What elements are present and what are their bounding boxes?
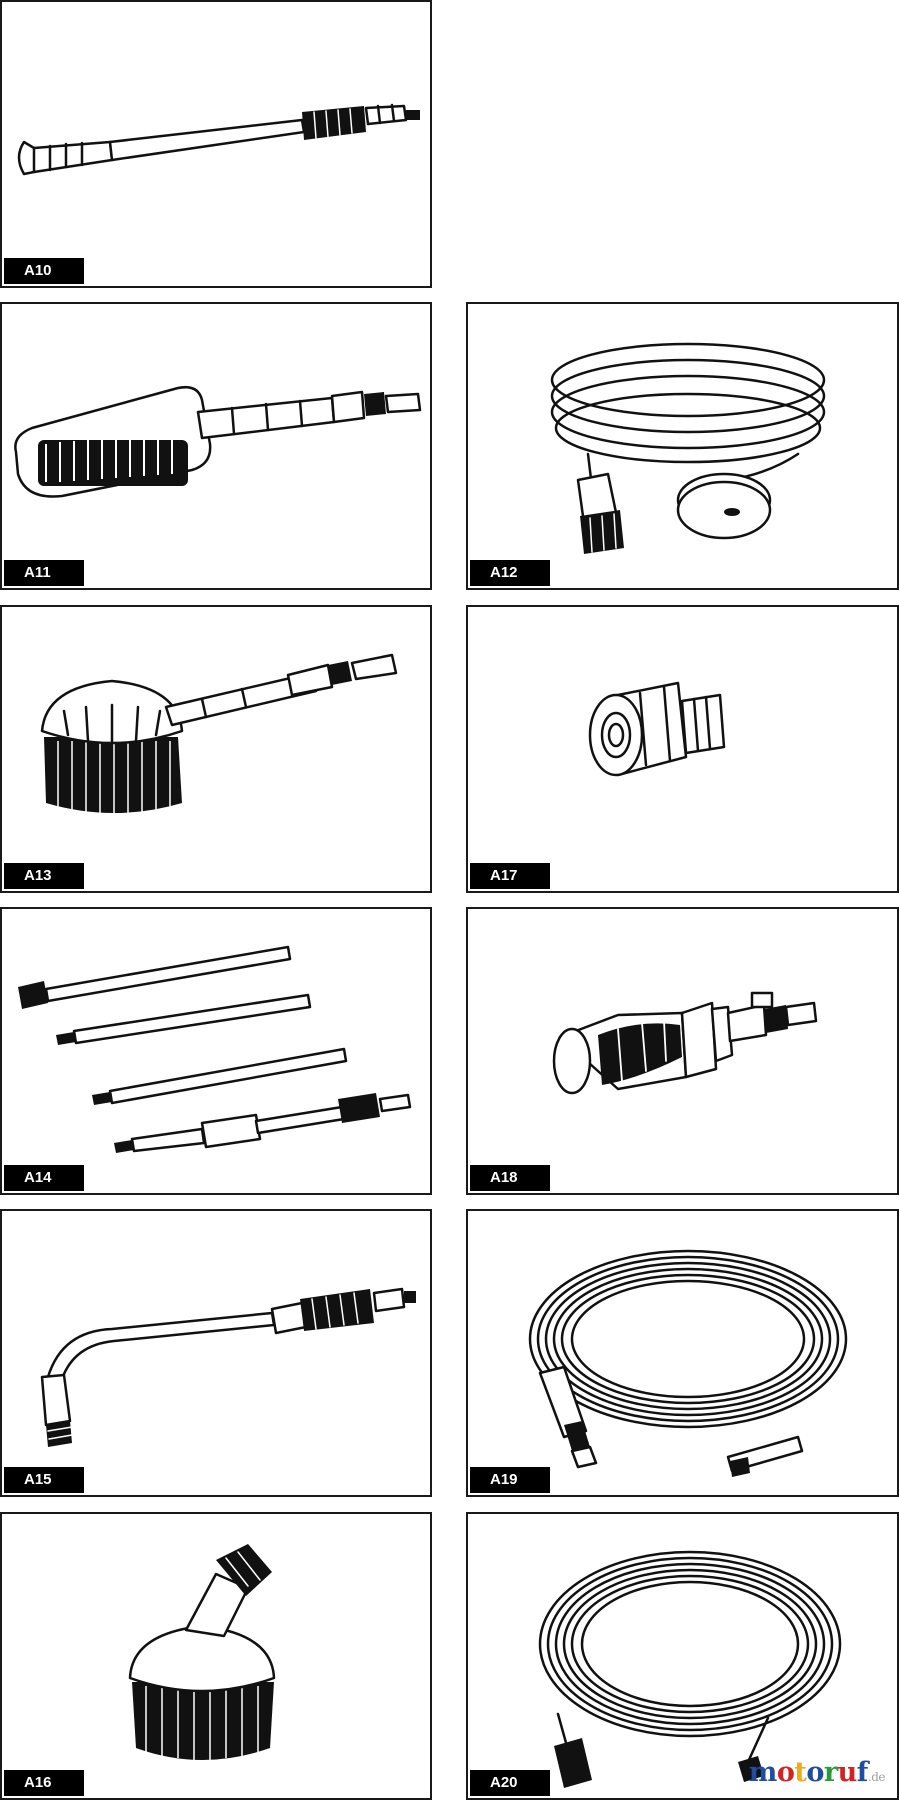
watermark-letter: m — [748, 1757, 778, 1788]
hose-with-filter-icon — [550, 342, 826, 554]
watermark-letter: u — [837, 1757, 858, 1788]
angled-lance-icon — [40, 1287, 416, 1447]
panel-label: A12 — [470, 560, 550, 586]
panel-a20: A20 motoruf.de — [466, 1512, 899, 1800]
panel-a11: A11 — [0, 302, 432, 590]
panel-a19: A19 — [466, 1209, 899, 1497]
watermark-letter: t — [794, 1757, 807, 1788]
watermark-letter: o — [776, 1757, 795, 1788]
panel-label: A16 — [4, 1770, 84, 1796]
extension-rods-icon — [18, 945, 412, 1153]
adapter-fitting-icon — [588, 681, 726, 777]
hose-coil-icon — [528, 1249, 848, 1477]
panel-label: A17 — [470, 863, 550, 889]
panel-a17: A17 — [466, 605, 899, 893]
panel-label: A11 — [4, 560, 84, 586]
watermark-domain: .de — [867, 1770, 886, 1784]
nozzle-icon — [552, 991, 818, 1095]
panel-label: A20 — [470, 1770, 550, 1796]
patio-brush-icon — [128, 1544, 276, 1760]
panel-label: A14 — [4, 1165, 84, 1191]
wash-brush-icon — [14, 386, 422, 498]
panel-a15: A15 — [0, 1209, 432, 1497]
panel-label: A18 — [470, 1165, 550, 1191]
spray-lance-icon — [17, 103, 420, 176]
panel-a16: A16 — [0, 1512, 432, 1800]
watermark-letter: o — [806, 1757, 824, 1788]
hose-coil-with-connectors-icon — [538, 1550, 842, 1788]
panel-label: A19 — [470, 1467, 550, 1493]
watermark-letter: r — [823, 1757, 838, 1788]
panel-label: A13 — [4, 863, 84, 889]
panel-a18: A18 — [466, 907, 899, 1195]
panel-a13: A13 — [0, 605, 432, 893]
panel-a12: A12 — [466, 302, 899, 590]
watermark-letter: f — [856, 1757, 869, 1788]
rotary-brush-icon — [40, 653, 398, 815]
watermark-logo: motoruf.de — [748, 1757, 886, 1788]
panel-a14: A14 — [0, 907, 432, 1195]
panel-a10: A10 — [0, 0, 432, 288]
panel-label: A15 — [4, 1467, 84, 1493]
panel-label: A10 — [4, 258, 84, 284]
